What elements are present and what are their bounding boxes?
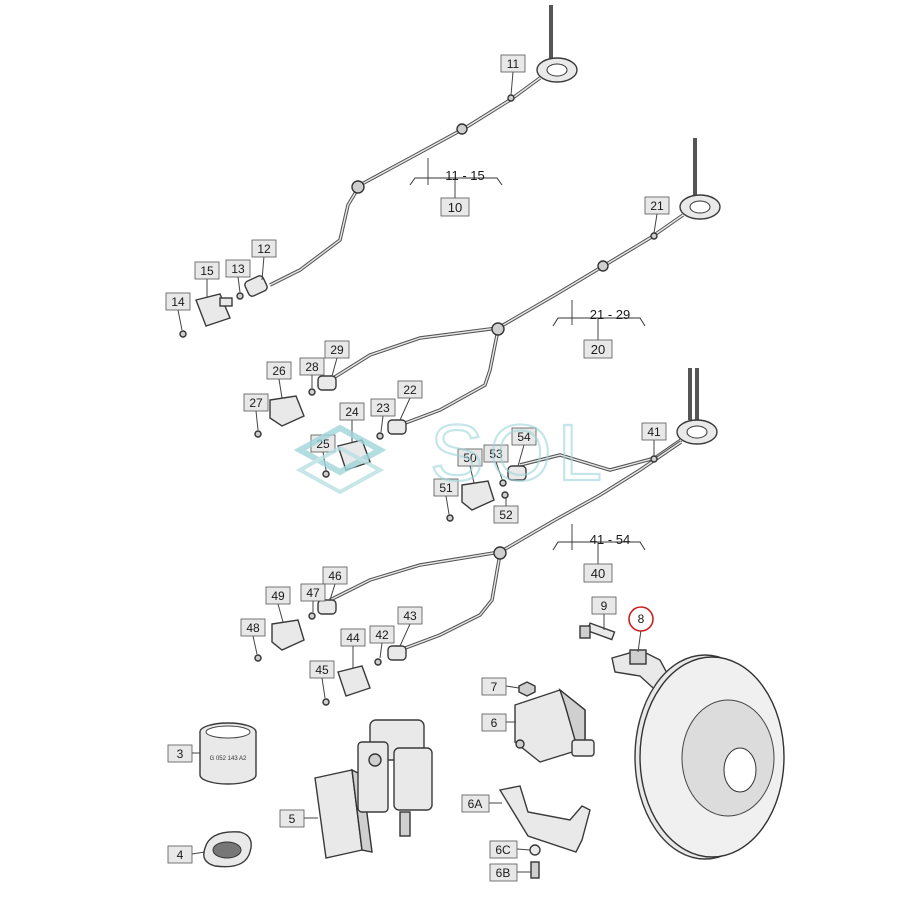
plug-54 bbox=[507, 465, 527, 481]
callout-15: 15 bbox=[200, 264, 214, 278]
plug-12 bbox=[244, 275, 268, 297]
clip-51 bbox=[446, 514, 454, 522]
clip-48 bbox=[254, 654, 262, 662]
callout-47: 47 bbox=[306, 586, 320, 600]
watermark-text: SOL bbox=[430, 408, 608, 497]
connector-49 bbox=[271, 619, 305, 651]
callout-23: 23 bbox=[376, 401, 390, 415]
part-6-sensor bbox=[514, 687, 595, 763]
group-20-range: 21 - 29 bbox=[590, 307, 630, 322]
plug-29 bbox=[317, 375, 337, 391]
part-7-nut bbox=[518, 681, 536, 697]
callout-51: 51 bbox=[439, 481, 453, 495]
group-40-range: 41 - 54 bbox=[590, 532, 630, 547]
part-5-unit bbox=[314, 719, 433, 859]
seal-23 bbox=[376, 432, 384, 440]
callout-46: 46 bbox=[328, 569, 342, 583]
part-6A-bracket bbox=[498, 785, 591, 853]
callout-28: 28 bbox=[305, 360, 319, 374]
callout-7: 7 bbox=[491, 680, 498, 694]
clip-11 bbox=[507, 94, 515, 102]
seal-47 bbox=[308, 612, 316, 620]
callout-41: 41 bbox=[647, 425, 661, 439]
callout-12: 12 bbox=[257, 242, 271, 256]
callout-6B: 6B bbox=[496, 866, 511, 880]
connector-44 bbox=[337, 665, 371, 697]
callout-5: 5 bbox=[289, 812, 296, 826]
plug-43 bbox=[387, 645, 407, 661]
callout-24: 24 bbox=[345, 405, 359, 419]
plug-22 bbox=[387, 419, 407, 435]
callout-14: 14 bbox=[171, 295, 185, 309]
brake-disc bbox=[634, 654, 785, 860]
callout-29: 29 bbox=[330, 343, 344, 357]
clip-45 bbox=[322, 698, 330, 706]
harness-20 bbox=[254, 138, 721, 478]
callout-26: 26 bbox=[272, 364, 286, 378]
group-20-id: 20 bbox=[591, 342, 605, 357]
seal-52 bbox=[501, 491, 509, 499]
connector-26 bbox=[269, 395, 305, 427]
seal-28 bbox=[308, 388, 316, 396]
group-10-id: 10 bbox=[448, 200, 462, 215]
group-10-range: 11 - 15 bbox=[445, 168, 485, 183]
part-6B-bolt bbox=[530, 861, 540, 879]
harness-10 bbox=[179, 5, 578, 338]
module-text: G 052 143 A2 bbox=[210, 756, 247, 762]
plug-46 bbox=[317, 599, 337, 615]
callout-6A: 6A bbox=[468, 797, 483, 811]
seal-42 bbox=[374, 658, 382, 666]
callouts: 11 12 13 15 14 21 29 28 26 27 bbox=[165, 54, 670, 882]
seal-53 bbox=[499, 479, 507, 487]
part-6C-washer bbox=[529, 844, 541, 856]
callout-8: 8 bbox=[638, 612, 645, 626]
callout-50: 50 bbox=[463, 451, 477, 465]
callout-6: 6 bbox=[491, 716, 498, 730]
connector-50 bbox=[461, 480, 495, 511]
callout-43: 43 bbox=[403, 609, 417, 623]
callout-44: 44 bbox=[346, 631, 360, 645]
seal-13 bbox=[236, 292, 244, 300]
group-bracket-10: 11 - 15 10 bbox=[409, 158, 503, 217]
callout-13: 13 bbox=[231, 262, 245, 276]
callout-52: 52 bbox=[499, 508, 513, 522]
callout-53: 53 bbox=[489, 447, 503, 461]
group-bracket-20: 21 - 29 20 bbox=[552, 300, 646, 359]
harness-40 bbox=[254, 368, 718, 706]
callout-54: 54 bbox=[517, 430, 531, 444]
callout-3: 3 bbox=[177, 747, 184, 761]
callout-42: 42 bbox=[375, 628, 389, 642]
group-40-id: 40 bbox=[591, 566, 605, 581]
callout-45: 45 bbox=[315, 663, 329, 677]
callout-11: 11 bbox=[507, 57, 520, 71]
watermark: SOL bbox=[293, 407, 608, 498]
callout-21: 21 bbox=[650, 199, 664, 213]
callout-4: 4 bbox=[177, 848, 184, 862]
part-4-grommet bbox=[203, 831, 252, 868]
callout-27: 27 bbox=[249, 396, 263, 410]
callout-48: 48 bbox=[246, 621, 260, 635]
callout-49: 49 bbox=[271, 589, 285, 603]
clip-14 bbox=[179, 330, 187, 338]
callout-9: 9 bbox=[601, 599, 608, 613]
callout-22: 22 bbox=[403, 383, 417, 397]
part-9-bolt bbox=[579, 622, 616, 641]
callout-6C: 6C bbox=[495, 843, 511, 857]
clip-25 bbox=[322, 470, 330, 478]
clip-27 bbox=[254, 430, 262, 438]
group-bracket-40: 41 - 54 40 bbox=[552, 524, 646, 583]
part-3-ring: G 052 143 A2 bbox=[199, 722, 257, 785]
watermark-logo-icon bbox=[293, 424, 387, 476]
